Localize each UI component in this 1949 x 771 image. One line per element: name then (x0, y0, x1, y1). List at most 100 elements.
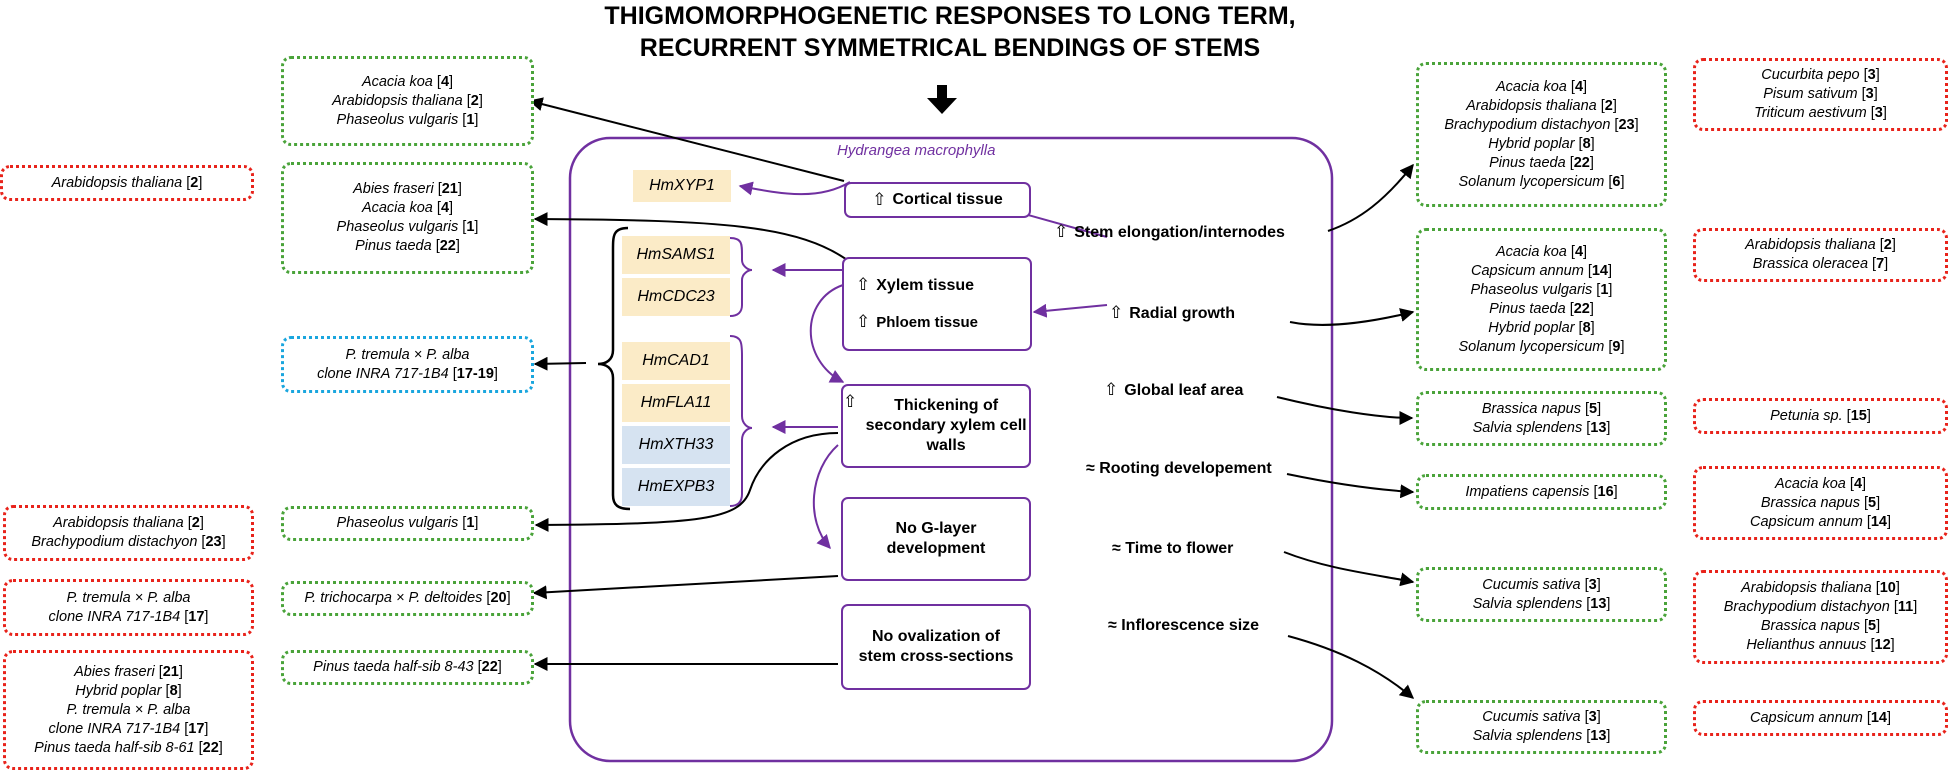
species-entry: Pinus taeda half-sib 8-43 [22] (313, 659, 502, 675)
species-name: Acacia koa (1495, 78, 1567, 95)
species-name: Phaseolus vulgaris (1470, 281, 1593, 298)
species-name: Brachypodium distachyon (1444, 116, 1611, 133)
species-name: Acacia koa (361, 73, 433, 90)
species-entry: P. tremula × P. alba (345, 346, 469, 365)
species-name: Pinus taeda (1489, 300, 1566, 317)
species-name: Hybrid poplar (1488, 135, 1575, 152)
species-name: clone INRA 717-1B4 (48, 720, 181, 737)
reference-number: 12 (1874, 637, 1891, 653)
species-entry: Brassica napus [5] (1481, 400, 1602, 417)
reference-number: 3 (1588, 709, 1597, 725)
species-entry: Pinus taeda [22] (355, 238, 460, 254)
species-entry: Arabidopsis thaliana [2] (1745, 237, 1896, 253)
cortical-tissue-box: ⇧Cortical tissue (844, 182, 1031, 218)
species-name: Hybrid poplar (1488, 319, 1575, 336)
species-name: Pisum sativum (1763, 86, 1858, 102)
reference-number: 1 (1600, 281, 1609, 298)
xylem-tissue-label: Xylem tissue (876, 277, 975, 294)
species-entry: Cucumis sativa [3] (1482, 709, 1601, 725)
cortical-tissue-label: Cortical tissue (892, 191, 1003, 208)
species-box-red: Arabidopsis thaliana [10]Brachypodium di… (1693, 570, 1948, 664)
reference-number: 22 (481, 659, 498, 675)
species-name: Pinus taeda (355, 238, 432, 254)
species-box-green: Acacia koa [4]Arabidopsis thaliana [2]Br… (1416, 62, 1667, 207)
species-box-red: Cucurbita pepo [3]Pisum sativum [3]Triti… (1693, 58, 1948, 131)
reference-number: 21 (441, 181, 458, 197)
species-box-green: Phaseolus vulgaris [1] (281, 506, 534, 541)
species-entry: Petunia sp. [15] (1770, 407, 1871, 424)
reference-number: 17 (188, 720, 205, 737)
species-name: Brassica napus (1760, 494, 1860, 511)
species-name: Capsicum annum (1749, 513, 1863, 530)
species-entry: Salvia splendens [13] (1472, 419, 1611, 436)
species-name: Abies fraseri (353, 181, 434, 197)
species-entry: Abies fraseri [21] (74, 663, 183, 680)
open-up-arrow-icon: ⇧ (843, 392, 858, 411)
species-name: P. trichocarpa × P. deltoides (304, 590, 483, 606)
reference-number: 3 (1874, 105, 1883, 121)
reference-number: 23 (205, 534, 222, 550)
reference-number: 22 (439, 238, 456, 254)
reference-number: 8 (1582, 319, 1591, 336)
reference-number: 5 (1589, 400, 1598, 417)
no-ovalization-label: No ovalization of stem cross-sections (858, 628, 1014, 665)
reference-number: 21 (162, 663, 179, 680)
species-entry: Pisum sativum [3] (1763, 86, 1878, 102)
no-g-layer-box: No G-layer development (841, 497, 1031, 581)
reference-number: 4 (440, 200, 450, 216)
reference-number: 6 (1612, 173, 1621, 190)
reference-number: 4 (1574, 78, 1584, 95)
species-entry: Phaseolus vulgaris [1] (336, 111, 479, 128)
species-name: P. tremula × P. alba (345, 346, 470, 363)
gene-hmsams1: HmSAMS1 (622, 236, 730, 274)
species-entry: Solanum lycopersicum [9] (1458, 338, 1625, 355)
reference-number: 17 (188, 608, 205, 625)
effect-rooting: ≈ Rooting developement (1086, 460, 1272, 477)
reference-number: 9 (1612, 338, 1621, 355)
species-entry: Capsicum annum [14] (1749, 709, 1892, 726)
species-entry: Helianthus annuus [12] (1746, 637, 1895, 653)
reference-number: 4 (440, 73, 450, 90)
species-name: Arabidopsis thaliana (1466, 97, 1597, 114)
species-name: Salvia splendens (1472, 595, 1583, 612)
gene-hmcdc23: HmCDC23 (622, 278, 730, 316)
reference-number: 2 (1604, 97, 1613, 114)
species-name: Acacia koa (361, 200, 433, 216)
reference-number: 2 (1883, 237, 1892, 253)
species-name: clone INRA 717-1B4 (48, 608, 181, 625)
species-name: Cucumis sativa (1482, 709, 1581, 725)
species-entry: Acacia koa [4] (1495, 78, 1588, 95)
species-name: Solanum lycopersicum (1458, 338, 1605, 355)
species-name: Acacia koa (1774, 475, 1846, 492)
species-box-green: Cucumis sativa [3]Salvia splendens [13] (1416, 567, 1667, 622)
species-name: Arabidopsis thaliana (1745, 237, 1876, 253)
reference-number: 14 (1591, 262, 1608, 279)
species-name: Capsicum annum (1470, 262, 1584, 279)
open-up-arrow-icon: ⇧ (1104, 380, 1119, 399)
reference-number: 4 (1853, 475, 1863, 492)
species-entry: Brassica napus [5] (1760, 618, 1881, 634)
species-name: Phaseolus vulgaris (336, 219, 459, 235)
species-entry: Pinus taeda half-sib 8-61 [22] (34, 739, 223, 756)
reference-number: 13 (1590, 728, 1607, 744)
species-entry: P. trichocarpa × P. deltoides [20] (304, 590, 511, 606)
effect-time-to-flower: ≈ Time to flower (1112, 540, 1234, 557)
reference-number: 20 (490, 590, 507, 606)
species-box-red: Abies fraseri [21]Hybrid poplar [8]P. tr… (3, 650, 254, 770)
hydrangea-label: Hydrangea macrophylla (837, 142, 996, 159)
species-box-green: Acacia koa [4]Capsicum annum [14]Phaseol… (1416, 228, 1667, 371)
species-box-red: Arabidopsis thaliana [2] (0, 165, 254, 201)
species-name: Brassica napus (1760, 618, 1860, 634)
species-entry: Arabidopsis thaliana [2] (53, 515, 204, 531)
species-name: Abies fraseri (74, 663, 155, 680)
reference-number: 8 (1582, 135, 1591, 152)
open-up-arrow-icon: ⇧ (856, 275, 871, 294)
xylem-phloem-box: ⇧Xylem tissue ⇧Phloem tissue (842, 257, 1032, 351)
species-box-red: Arabidopsis thaliana [2]Brassica olerace… (1693, 228, 1948, 282)
effect-inflorescence-size: ≈ Inflorescence size (1108, 617, 1260, 634)
species-name: Acacia koa (1495, 243, 1567, 260)
species-box-red: Arabidopsis thaliana [2]Brachypodium dis… (3, 505, 254, 561)
reference-number: 3 (1865, 86, 1874, 102)
species-entry: Hybrid poplar [8] (1488, 319, 1595, 336)
